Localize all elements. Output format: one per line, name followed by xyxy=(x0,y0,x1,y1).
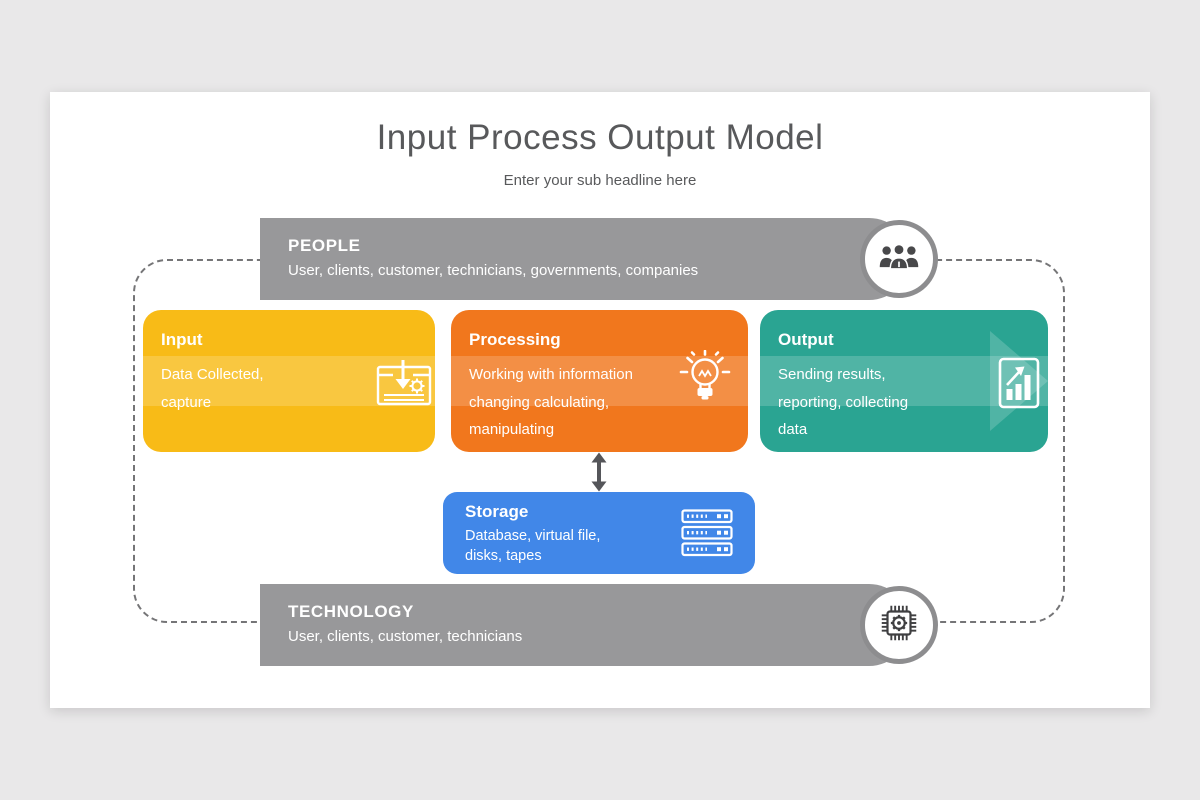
input-band xyxy=(143,356,435,406)
people-bar: PEOPLE User, clients, customer, technici… xyxy=(260,218,910,300)
processing-box: Processing Working with information chan… xyxy=(451,310,748,452)
input-title: Input xyxy=(161,330,203,349)
people-group-icon xyxy=(877,241,921,278)
document-download-icon xyxy=(376,360,432,411)
server-rack-icon xyxy=(681,509,733,562)
output-line: data xyxy=(778,421,808,438)
input-description: Data Collected, capture xyxy=(161,361,264,416)
processing-line: Working with information xyxy=(469,366,633,383)
processing-band xyxy=(451,356,748,406)
output-line: reporting, collecting xyxy=(778,393,909,411)
processing-line: changing calculating, xyxy=(469,393,610,411)
page-title: Input Process Output Model xyxy=(376,118,824,157)
storage-line: disks, tapes xyxy=(465,547,542,564)
input-line: capture xyxy=(161,393,212,411)
technology-badge xyxy=(860,586,938,664)
storage-description: Database, virtual file, disks, tapes xyxy=(465,527,600,566)
storage-line: Database, virtual file, xyxy=(465,528,601,544)
processing-description: Working with information changing calcul… xyxy=(469,361,633,444)
bar-chart-icon xyxy=(998,357,1040,414)
people-bar-description: User, clients, customer, technicians, go… xyxy=(288,262,699,279)
lightbulb-icon xyxy=(679,349,731,415)
storage-title: Storage xyxy=(465,502,529,521)
bidirectional-arrow xyxy=(591,452,607,492)
output-description: Sending results, reporting, collecting d… xyxy=(778,361,908,444)
technology-bar: TECHNOLOGY User, clients, customer, tech… xyxy=(260,584,910,666)
page-subtitle: Enter your sub headline here xyxy=(503,172,697,189)
technology-bar-label: TECHNOLOGY xyxy=(288,602,414,621)
output-box: Output Sending results, reporting, colle… xyxy=(760,310,1048,452)
people-badge xyxy=(860,220,938,298)
cpu-chip-icon xyxy=(876,600,922,651)
output-line: Sending results, xyxy=(778,366,886,383)
processing-title: Processing xyxy=(469,330,561,349)
slide: Input Process Output Model Enter your su… xyxy=(50,92,1150,708)
technology-bar-description: User, clients, customer, technicians xyxy=(288,628,523,645)
processing-line: manipulating xyxy=(469,421,555,438)
input-box: Input Data Collected, capture xyxy=(143,310,435,452)
people-bar-label: PEOPLE xyxy=(288,236,361,255)
output-title: Output xyxy=(778,330,834,349)
input-line: Data Collected, xyxy=(161,366,264,383)
storage-box: Storage Database, virtual file, disks, t… xyxy=(443,492,755,574)
